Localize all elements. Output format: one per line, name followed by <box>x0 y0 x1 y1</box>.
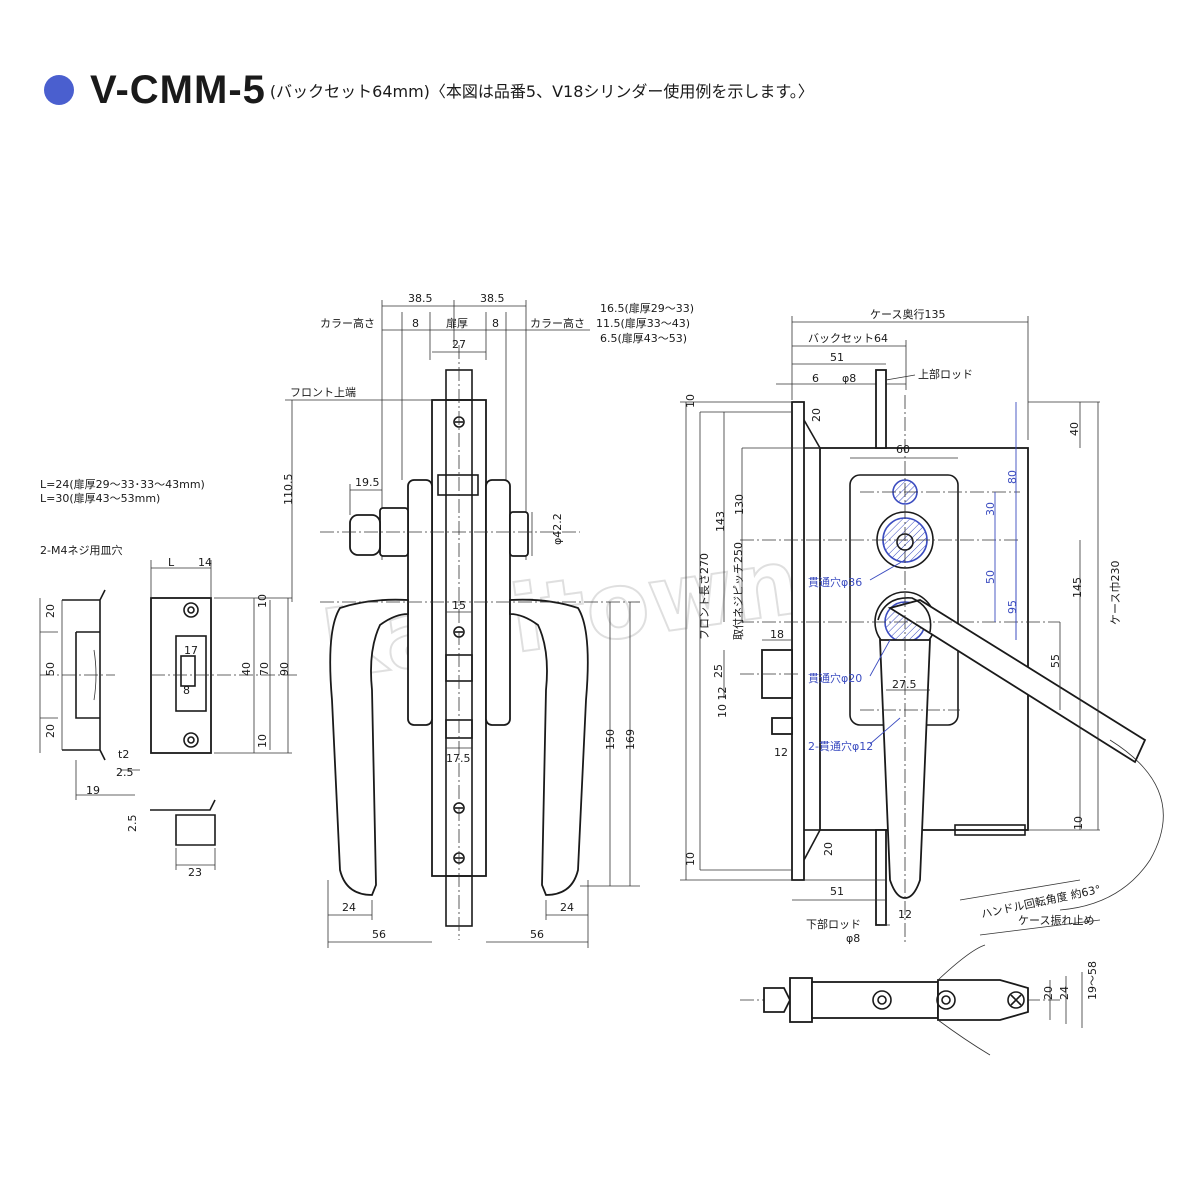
dim-phi8-bottom: φ8 <box>846 932 860 945</box>
dim-19-58: 19～58 <box>1086 961 1099 1000</box>
dim-50: 50 <box>984 570 997 584</box>
dim-110-5: 110.5 <box>282 474 295 506</box>
handle-side-view <box>285 300 640 948</box>
dim-2-5-side: 2.5 <box>116 766 134 779</box>
dim-25: 25 <box>712 664 725 678</box>
dim-14: 14 <box>198 556 212 569</box>
dim-51-top: 51 <box>830 351 844 364</box>
dim-8: 8 <box>183 684 190 697</box>
dim-20-bottom: 20 <box>44 724 57 738</box>
dim-40: 40 <box>240 662 253 676</box>
dim-23: 23 <box>188 866 202 879</box>
dim-10-case-top: 10 <box>684 394 697 408</box>
dim-130: 130 <box>733 494 746 515</box>
dim-24-left: 24 <box>342 901 356 914</box>
dim-19: 19 <box>86 784 100 797</box>
dim-55: 55 <box>1049 654 1062 668</box>
header: V-CMM-5 (バックセット64mm)〈本図は品番5、V18シリンダー使用例を… <box>44 62 814 118</box>
dim-145: 145 <box>1071 577 1084 598</box>
dim-10-bottom: 10 <box>256 734 269 748</box>
dim-60: 60 <box>896 443 910 456</box>
label-upper-rod: 上部ロッド <box>918 367 973 381</box>
strike-note-l24: L=24(扉厚29～33･33～43mm) <box>40 478 205 491</box>
dim-L: L <box>168 556 175 569</box>
dim-169: 169 <box>624 729 637 750</box>
label-front-top: フロント上端 <box>290 386 356 399</box>
dim-18: 18 <box>770 628 784 641</box>
dim-80: 80 <box>1006 470 1019 484</box>
dim-phi42-2: φ42.2 <box>551 513 564 545</box>
dim-51-bottom: 51 <box>830 885 844 898</box>
collar-height-3: 6.5(扉厚43～53) <box>600 332 687 345</box>
dim-10-12: 10 12 <box>716 687 729 719</box>
lockcase-front-view <box>680 316 1164 945</box>
dim-phi8-top: φ8 <box>842 372 856 385</box>
model-name: V-CMM-5 <box>90 67 266 112</box>
strike-note-l30: L=30(扉厚43～53mm) <box>40 492 160 505</box>
dim-38-5-right: 38.5 <box>480 292 505 305</box>
label-hole-20: 貫通穴φ20 <box>808 671 862 685</box>
dim-17: 17 <box>184 644 198 657</box>
label-screw-holes: 2-M4ネジ用皿穴 <box>40 543 122 557</box>
dim-90: 90 <box>278 662 291 676</box>
dim-27-5: 27.5 <box>892 678 917 691</box>
dim-27: 27 <box>452 338 466 351</box>
dim-10-case-bottom: 10 <box>684 852 697 866</box>
dim-24-right: 24 <box>560 901 574 914</box>
label-lower-rod: 下部ロッド <box>806 917 861 931</box>
dim-20-case-bottom: 20 <box>822 842 835 856</box>
bullet-dot-icon <box>44 75 74 105</box>
dim-8-right: 8 <box>492 317 499 330</box>
label-case-depth: ケース奥行135 <box>870 307 945 321</box>
dim-20-case-top: 20 <box>810 408 823 422</box>
dim-30: 30 <box>984 502 997 516</box>
dim-2-5-bottom: 2.5 <box>126 815 139 833</box>
dim-10-top: 10 <box>256 594 269 608</box>
label-hole-12: 2-貫通穴φ12 <box>808 739 873 753</box>
label-screw-pitch: 取付ネジピッチ250 <box>732 542 745 640</box>
dim-20-top: 20 <box>44 604 57 618</box>
dim-t2: t2 <box>118 748 129 761</box>
label-case-width: ケース巾230 <box>1108 561 1122 625</box>
dim-40: 40 <box>1068 422 1081 436</box>
collar-height-1: 16.5(扉厚29～33) <box>600 302 694 315</box>
label-collar-left: カラー高さ <box>320 316 375 330</box>
dim-19-5: 19.5 <box>355 476 380 489</box>
dim-56-left: 56 <box>372 928 386 941</box>
lockcase-top-view <box>740 944 1083 1056</box>
dim-143: 143 <box>714 511 727 532</box>
dim-150: 150 <box>604 729 617 750</box>
label-door-thickness: 扉厚 <box>446 317 468 330</box>
dim-56-right: 56 <box>530 928 544 941</box>
label-hole-36: 貫通穴φ36 <box>808 575 862 589</box>
dim-12-rod: 12 <box>898 908 912 921</box>
label-case-stop: ケース振れ止め <box>1018 913 1094 927</box>
dim-95: 95 <box>1006 600 1019 614</box>
dim-24-top-view: 24 <box>1058 986 1071 1000</box>
label-collar-right: カラー高さ <box>530 316 585 330</box>
collar-height-2: 11.5(扉厚33～43) <box>596 317 690 330</box>
dim-15: 15 <box>452 599 466 612</box>
dim-8-left: 8 <box>412 317 419 330</box>
strike-plate-view <box>39 560 300 870</box>
dim-10-case-bottom-right: 10 <box>1072 816 1085 830</box>
dim-17-5: 17.5 <box>446 752 471 765</box>
dim-70: 70 <box>258 662 271 676</box>
dim-50: 50 <box>44 662 57 676</box>
dim-38-5-left: 38.5 <box>408 292 433 305</box>
model-subtitle: (バックセット64mm)〈本図は品番5、V18シリンダー使用例を示します。〉 <box>269 82 814 101</box>
dim-20-top-view: 20 <box>1042 986 1055 1000</box>
label-backset: バックセット64 <box>808 332 888 345</box>
label-front-length: フロント長さ270 <box>698 553 711 640</box>
dim-12-latch: 12 <box>774 746 788 759</box>
dim-6: 6 <box>812 372 819 385</box>
